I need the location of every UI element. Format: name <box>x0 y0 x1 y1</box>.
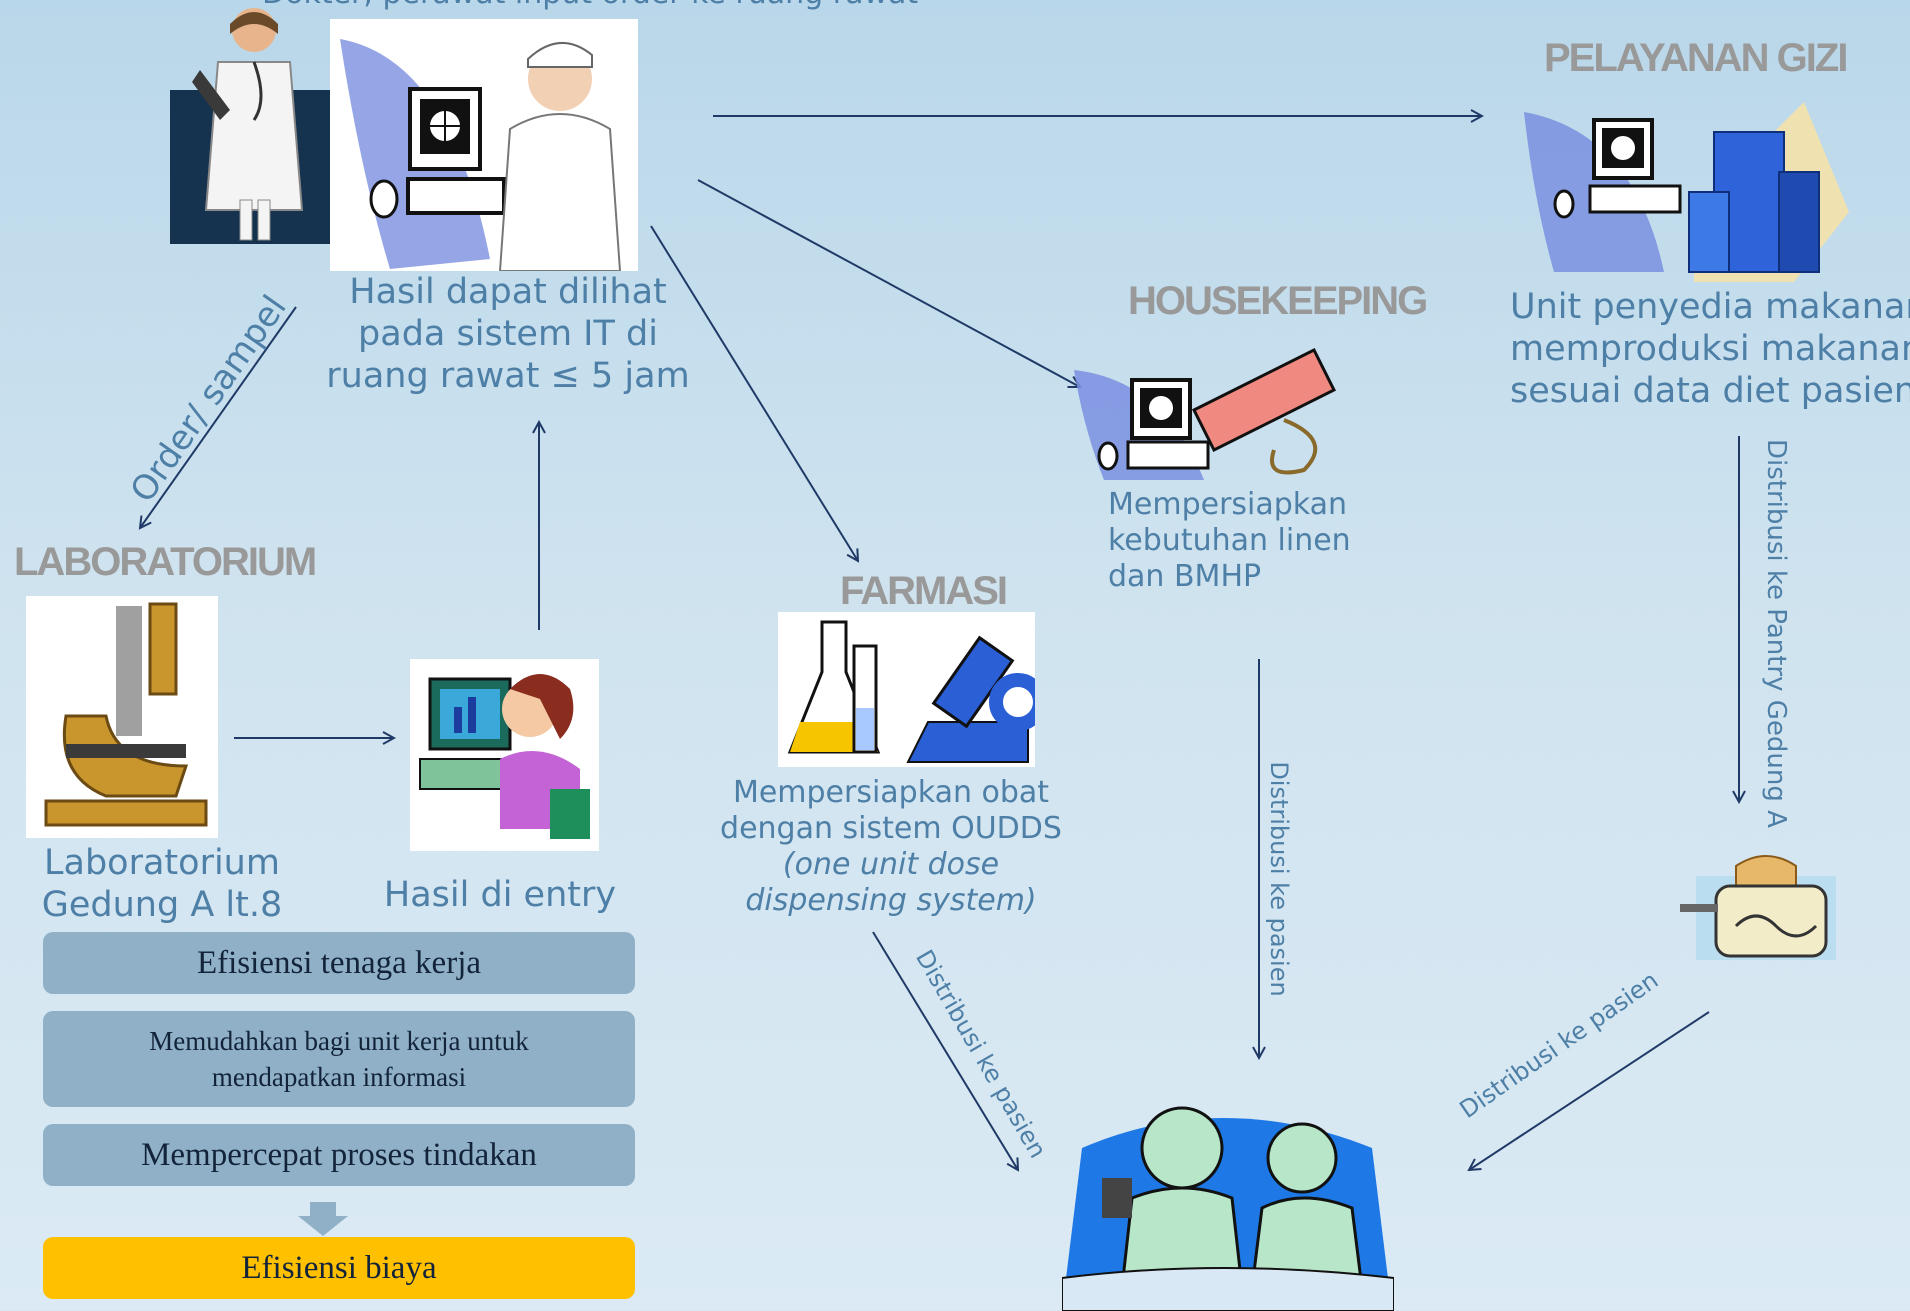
penyedia-line-3: sesuai data diet pasien <box>1510 371 1910 411</box>
lab-gedung-line-1: Laboratorium <box>44 843 280 883</box>
arrow-farmasi-to-pasien <box>872 931 1018 1170</box>
obat-line-1: Mempersiapkan obat <box>732 775 1050 810</box>
memudahkan-line-1: Memudahkan bagi unit kerja untuk <box>149 1025 529 1056</box>
surgeons-patient-illustration <box>1062 1088 1394 1311</box>
obat-line-2: dengan sistem OUDDS <box>720 811 1062 846</box>
oudds-line-1: (one unit dose <box>782 847 1000 882</box>
top-caption: Dokter, perawat input order ke ruang raw… <box>262 0 918 12</box>
distribusi-pasien-label-housekeeping: Distribusi ke pasien <box>1265 761 1293 997</box>
mempercepat-label: Mempercepat proses tindakan <box>141 1136 537 1173</box>
distribusi-pantry-label: Distribusi ke Pantry Gedung A <box>1761 439 1791 828</box>
memudahkan-box: Memudahkan bagi unit kerja untuk mendapa… <box>43 1011 635 1107</box>
linen-line-1: Mempersiapkan <box>1108 487 1348 522</box>
doctor-illustration <box>170 0 330 244</box>
microscope-illustration <box>26 596 218 838</box>
penyedia-line-1: Unit penyedia makanan <box>1510 287 1910 327</box>
efisiensi-biaya-label: Efisiensi biaya <box>241 1249 437 1286</box>
arrow-pantry-to-pasien <box>1469 1011 1710 1170</box>
linen-line-2: kebutuhan linen <box>1108 523 1351 558</box>
hasil-dapat-dilihat-text: Hasil dapat dilihat pada sistem IT di ru… <box>318 271 698 397</box>
lab-gedung-line-2: Gedung A lt.8 <box>41 885 283 925</box>
arrow-to-farmasi <box>650 225 858 561</box>
hasil-di-entry-text: Hasil di entry <box>383 875 617 915</box>
woman-computer-illustration <box>410 659 599 851</box>
laboratorium-title: LABORATORIUM <box>14 540 317 584</box>
penyedia-line-2: memproduksi makanan <box>1510 329 1910 369</box>
memudahkan-line-2: mendapatkan informasi <box>211 1062 467 1092</box>
building-computer-illustration <box>1514 92 1854 288</box>
housekeeping-title: HOUSEKEEPING <box>1128 279 1428 323</box>
efisiensi-tenaga-box: Efisiensi tenaga kerja <box>43 932 635 994</box>
unit-penyedia-text: Unit penyedia makanan memproduksi makana… <box>1510 286 1910 412</box>
mempercepat-box: Mempercepat proses tindakan <box>43 1124 635 1186</box>
lab-flask-microscope-illustration <box>778 612 1035 767</box>
arrow-order-sampel <box>140 306 297 528</box>
arrow-to-housekeeping <box>697 179 1080 387</box>
mempersiapkan-obat-text: Mempersiapkan obat dengan sistem OUDDS (… <box>716 775 1066 919</box>
down-block-arrow <box>298 1202 348 1236</box>
hasil-dapat-line-2: pada sistem IT di <box>358 314 658 354</box>
pelayanan-gizi-title: PELAYANAN GIZI <box>1544 36 1848 80</box>
nurse-computer-illustration <box>330 19 638 271</box>
efisiensi-biaya-box: Efisiensi biaya <box>43 1237 635 1299</box>
laboratorium-gedung-text: Laboratorium Gedung A lt.8 <box>30 842 294 926</box>
linen-line-3: dan BMHP <box>1108 559 1262 594</box>
farmasi-title: FARMASI <box>840 569 1008 613</box>
oudds-line-2: dispensing system) <box>745 883 1037 918</box>
iron-computer-illustration <box>1064 330 1344 488</box>
hasil-dapat-line-3: ruang rawat ≤ 5 jam <box>326 356 690 396</box>
efisiensi-tenaga-label: Efisiensi tenaga kerja <box>196 944 482 981</box>
toaster-illustration <box>1676 836 1852 964</box>
hasil-dapat-line-1: Hasil dapat dilihat <box>349 272 667 312</box>
mempersiapkan-linen-text: Mempersiapkan kebutuhan linen dan BMHP <box>1108 487 1351 595</box>
